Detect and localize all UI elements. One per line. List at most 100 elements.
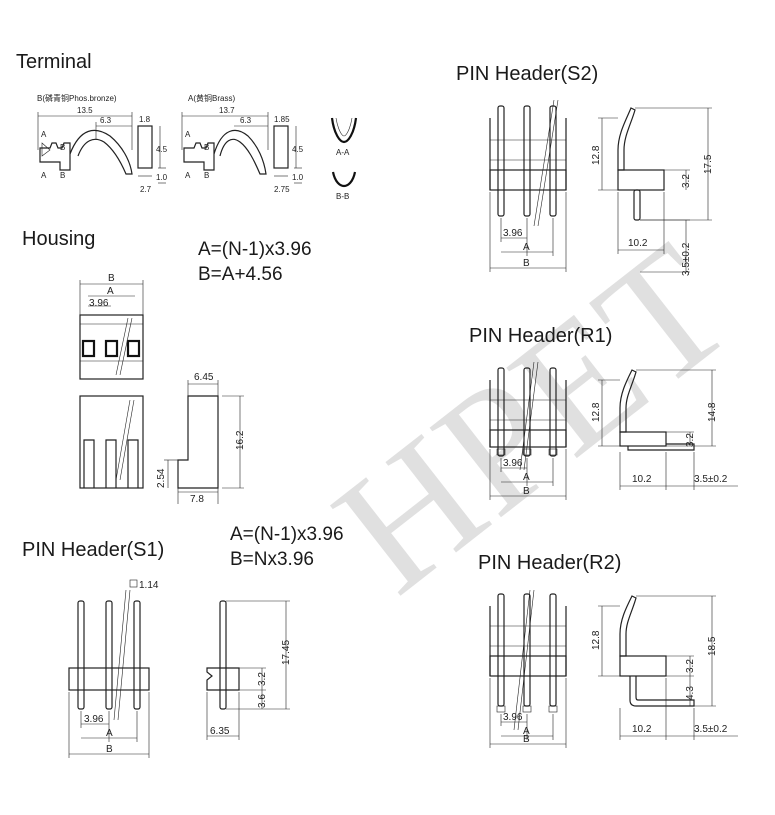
r2-total: 18.5: [707, 636, 718, 656]
s1-total: 17.45: [281, 640, 292, 665]
terminal-b-inner: 6.3: [100, 116, 112, 125]
s2-pin: [549, 105, 557, 217]
terminal-variant-b-label: B(磷青铜Phos.bronze): [37, 93, 117, 103]
s1-pitch: 3.96: [84, 714, 104, 725]
terminal-a-height: 4.5: [292, 145, 304, 154]
s1-formula-a: A=(N-1)x3.96: [230, 524, 344, 545]
r2-height: 12.8: [591, 630, 602, 650]
s2-side-pin-lower: [633, 189, 641, 221]
r1-total: 14.8: [707, 402, 718, 422]
r1-pin: [523, 367, 531, 457]
s1-formula-b: B=Nx3.96: [230, 549, 314, 570]
terminal-a-bottom: 2.75: [274, 185, 290, 194]
s2-pitch: 3.96: [503, 228, 523, 239]
s2-side-body: [617, 169, 665, 191]
r1-tail: 3.5±0.2: [694, 474, 728, 485]
terminal-variant-a-label: A(黄铜Brass): [188, 93, 235, 103]
square-pin-icon: [129, 579, 138, 588]
r2-lower: 4.3: [685, 686, 696, 700]
r2-section: PIN Header(R2) 3.96 A B 12.8: [478, 552, 738, 748]
housing-formula-b: B=A+4.56: [198, 264, 283, 285]
r2-body: [489, 655, 567, 677]
r1-height: 12.8: [591, 402, 602, 422]
s1-lower: 3.6: [257, 694, 268, 708]
section-bb-label: B-B: [336, 192, 349, 201]
s2-pin: [523, 105, 531, 217]
s1-base: 6.35: [210, 726, 230, 737]
s1-pin: [133, 600, 141, 710]
s2-depth: 10.2: [628, 238, 648, 249]
terminal-a-length: 13.7: [219, 106, 235, 115]
r1-side-pin-lower: [627, 443, 695, 451]
terminal-a-letter-a: A: [185, 130, 191, 139]
terminal-b-letter-a: A: [41, 130, 47, 139]
r2-step: 3.2: [685, 659, 696, 673]
s1-dim-a: A: [106, 728, 113, 739]
housing-side-step: 2.54: [156, 468, 167, 488]
r2-side-body: [619, 655, 667, 677]
r2-title: PIN Header(R2): [478, 552, 621, 574]
s2-dim-b: B: [523, 258, 530, 269]
s2-side-pin-upper: [617, 107, 636, 171]
terminal-a-base: 1.0: [292, 173, 304, 182]
terminal-a-letter-b2: B: [204, 171, 209, 180]
s2-dim-a: A: [523, 242, 530, 253]
r1-title: PIN Header(R1): [469, 325, 612, 347]
r2-dim-b: B: [523, 734, 530, 745]
terminal-b-letter-b: B: [60, 143, 65, 152]
housing-side-height: 16.2: [235, 430, 246, 450]
r1-body: [489, 429, 567, 448]
s2-section: PIN Header(S2) 3.96 A B 12.8 3.2: [456, 63, 714, 276]
s1-dim-b: B: [106, 744, 113, 755]
terminal-b-height: 4.5: [156, 145, 168, 154]
housing-side-top: 6.45: [194, 372, 214, 383]
s1-side-body: [206, 667, 240, 691]
r2-tail: 3.5±0.2: [694, 724, 728, 735]
terminal-title: Terminal: [16, 51, 92, 73]
terminal-b-base: 1.0: [156, 173, 168, 182]
housing-formula-a: A=(N-1)x3.96: [198, 239, 312, 260]
r1-depth: 10.2: [632, 474, 652, 485]
housing-pitch: 3.96: [89, 298, 109, 309]
r1-dim-a: A: [523, 472, 530, 483]
terminal-b-letter-b2: B: [60, 171, 65, 180]
r2-dim-a: A: [523, 726, 530, 737]
s2-height: 12.8: [591, 145, 602, 165]
housing-top-view: [79, 314, 144, 380]
terminal-a-letter-b: B: [204, 143, 209, 152]
terminal-b-drawing: [37, 112, 166, 184]
s2-title: PIN Header(S2): [456, 63, 598, 85]
r1-pin: [497, 367, 505, 457]
s1-body: [68, 667, 150, 691]
r2-pin: [497, 593, 505, 707]
s1-side-pin: [219, 600, 227, 710]
housing-title: Housing: [22, 228, 95, 250]
housing-section: Housing A=(N-1)x3.96 B=A+4.56 B A 3.96 6…: [22, 228, 312, 505]
r1-section: PIN Header(R1) 3.96 A B 12.8: [469, 325, 738, 500]
terminal-b-letter-a2: A: [41, 171, 47, 180]
terminal-a-drawing: [181, 112, 302, 184]
section-bb-shape: [331, 171, 357, 188]
housing-dim-b: B: [108, 273, 115, 284]
r1-step: 3.2: [685, 433, 696, 447]
terminal-a-letter-a2: A: [185, 171, 191, 180]
s2-pin: [497, 105, 505, 217]
r1-pin: [549, 367, 557, 457]
housing-side-view: [177, 395, 219, 489]
s2-step: 3.2: [681, 174, 692, 188]
s1-pin: [105, 600, 113, 710]
s1-title: PIN Header(S1): [22, 539, 164, 561]
r2-side-pin-upper: [619, 595, 637, 657]
s1-pin: [77, 600, 85, 710]
s1-pin-square: 1.14: [139, 580, 159, 591]
s2-total: 17.5: [703, 154, 714, 174]
r2-pin: [549, 593, 557, 707]
terminal-section: Terminal B(磷青铜Phos.bronze) A(黄铜Brass) 13…: [16, 51, 358, 201]
s2-tail: 3.5±0.2: [681, 242, 692, 276]
terminal-b-width: 1.8: [139, 115, 151, 124]
r2-pitch: 3.96: [503, 712, 523, 723]
housing-side-bottom: 7.8: [190, 494, 204, 505]
r1-side-body: [619, 431, 667, 447]
housing-dim-a: A: [107, 286, 114, 297]
